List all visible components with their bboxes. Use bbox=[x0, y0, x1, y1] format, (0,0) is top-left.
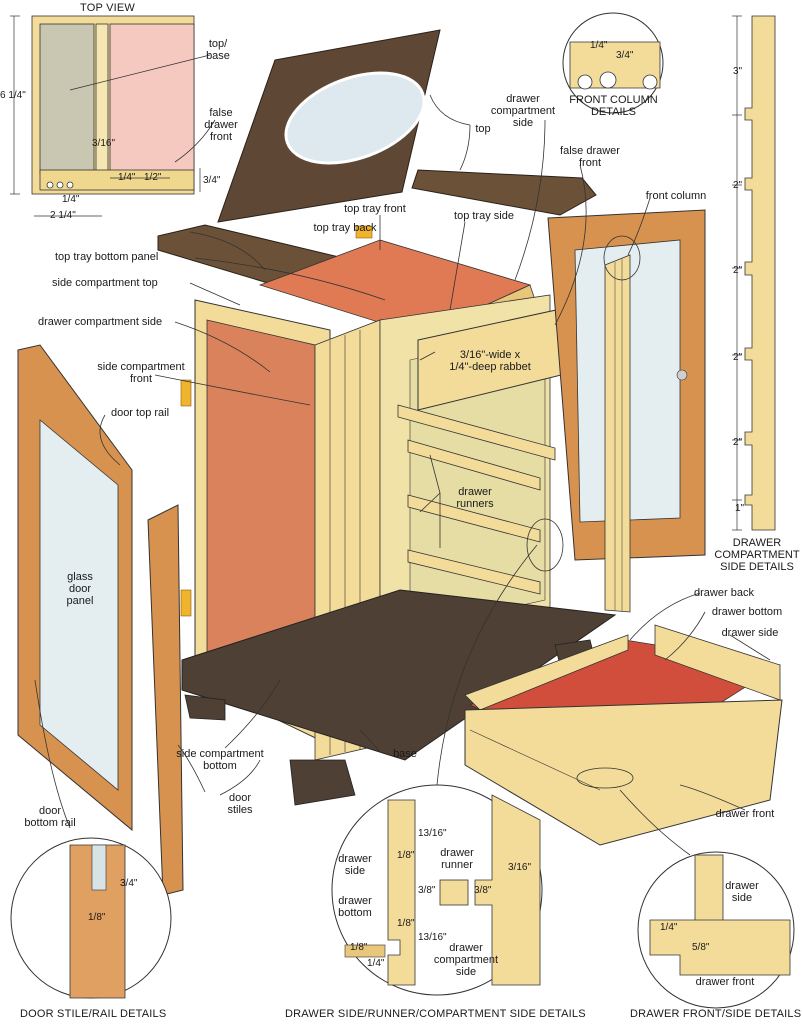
label-glass-door-panel: glass door panel bbox=[66, 571, 94, 607]
label-top: top bbox=[475, 123, 491, 135]
door-stile bbox=[147, 504, 184, 896]
dim-ds-3-4: 3/4" bbox=[120, 878, 138, 889]
label-drawer-bottom: drawer bottom bbox=[711, 606, 783, 618]
dim-side-3: 3" bbox=[733, 66, 743, 77]
dim-df-1-4: 1/4" bbox=[660, 922, 678, 933]
dim-dr-1-8b: 1/8" bbox=[397, 918, 415, 929]
caption-door-stile-rail-details: DOOR STILE/RAIL DETAILS bbox=[20, 1008, 167, 1020]
label-top-tray-back: top tray back bbox=[313, 222, 377, 234]
top-view-dimension-lines bbox=[10, 15, 201, 217]
label-rabbet: 3/16"-wide x 1/4"-deep rabbet bbox=[449, 349, 531, 373]
label-front-column: front column bbox=[645, 190, 707, 202]
detail-circle-door-stile bbox=[10, 837, 172, 999]
label-false-drawer-front: false drawer front bbox=[560, 145, 620, 169]
caption-drawer-side-runner-details: DRAWER SIDE/RUNNER/COMPARTMENT SIDE DETA… bbox=[285, 1008, 586, 1020]
dim-dr-1-8c: 1/8" bbox=[350, 942, 368, 953]
left-door bbox=[17, 344, 133, 832]
label-drawer-compartment-side: drawer compartment side bbox=[38, 316, 163, 328]
hinges bbox=[180, 225, 373, 617]
leader-lines bbox=[34, 54, 771, 856]
label-side-compartment-bottom: side compartment bottom bbox=[176, 748, 264, 772]
label-detail-drawer-runner: drawer runner bbox=[440, 847, 474, 871]
dim-dr-3-16: 3/16" bbox=[508, 862, 532, 873]
label-side-compartment-front: side compartment front bbox=[97, 361, 185, 385]
dim-dr-1-4: 1/4" bbox=[367, 958, 385, 969]
label-drawer-back: drawer back bbox=[694, 587, 754, 599]
label-side-compartment-top: side compartment top bbox=[52, 277, 158, 289]
label-detail-fs-drawer-side: drawer side bbox=[725, 880, 759, 904]
label-drawer-side: drawer side bbox=[721, 627, 779, 639]
dim-side-2c: 2" bbox=[733, 352, 743, 363]
label-door-top-rail: door top rail bbox=[110, 407, 170, 419]
detail-circle-drawer-front bbox=[637, 851, 795, 1009]
label-detail-compartment-side: drawer compartment side bbox=[433, 942, 499, 978]
front-column-detail bbox=[562, 12, 664, 114]
dim-df-5-8: 5/8" bbox=[692, 942, 710, 953]
label-drawer-front: drawer front bbox=[715, 808, 775, 820]
dim-tv-1-2: 1/2" bbox=[144, 172, 162, 183]
drawer-runners bbox=[397, 404, 556, 595]
label-detail-fs-drawer-front: drawer front bbox=[695, 976, 755, 988]
label-detail-drawer-bottom: drawer bottom bbox=[338, 895, 372, 919]
dim-tv-3-16: 3/16" bbox=[92, 138, 116, 149]
label-drawer-compartment-side-top: drawer compartment side bbox=[490, 93, 556, 129]
dim-side-2d: 2" bbox=[733, 437, 743, 448]
caption-front-column-details: FRONT COLUMN DETAILS bbox=[569, 94, 658, 118]
dim-side-2b: 2" bbox=[733, 265, 743, 276]
dim-tv-1-4a: 1/4" bbox=[118, 172, 136, 183]
dim-tv-1-4b: 1/4" bbox=[62, 194, 80, 205]
dim-side-2a: 2" bbox=[733, 180, 743, 191]
label-top-base: top/ base bbox=[206, 38, 230, 62]
label-base: base bbox=[393, 748, 417, 760]
dim-dr-13-16a: 13/16" bbox=[418, 828, 447, 839]
dim-top-view-height: 6 1/4" bbox=[0, 90, 26, 101]
compartment-side-strip bbox=[732, 15, 776, 531]
dim-side-1: 1" bbox=[735, 503, 745, 514]
dim-dr-3-8a: 3/8" bbox=[418, 885, 436, 896]
top-lid-rear-rail bbox=[411, 169, 597, 216]
caption-top-view: TOP VIEW bbox=[80, 2, 135, 14]
caption-drawer-front-side-details: DRAWER FRONT/SIDE DETAILS bbox=[630, 1008, 802, 1020]
label-door-bottom-rail: door bottom rail bbox=[24, 805, 76, 829]
label-top-tray-front: top tray front bbox=[344, 203, 406, 215]
label-drawer-runners: drawer runners bbox=[456, 486, 494, 510]
drawer bbox=[464, 624, 783, 846]
top-lid bbox=[217, 29, 441, 223]
detail-circle-runner bbox=[331, 784, 543, 996]
dim-dr-3-8b: 3/8" bbox=[474, 885, 492, 896]
caption-drawer-compartment-side-details: DRAWER COMPARTMENT SIDE DETAILS bbox=[714, 537, 800, 573]
label-detail-drawer-side: drawer side bbox=[338, 853, 372, 877]
label-top-tray-bottom-panel: top tray bottom panel bbox=[55, 251, 159, 263]
dim-tv-3-4: 3/4" bbox=[203, 175, 221, 186]
label-door-stiles: door stiles bbox=[227, 792, 253, 816]
dim-ds-1-8: 1/8" bbox=[88, 912, 106, 923]
dim-dr-1-8a: 1/8" bbox=[397, 850, 415, 861]
label-top-tray-side: top tray side bbox=[454, 210, 514, 222]
detail-markers bbox=[526, 235, 641, 789]
dim-fc-1-4: 1/4" bbox=[590, 40, 608, 51]
label-false-drawer-front-topview: false drawer front bbox=[204, 107, 238, 143]
dim-dr-13-16b: 13/16" bbox=[418, 932, 447, 943]
front-column bbox=[604, 254, 631, 613]
top-view-drawing bbox=[31, 15, 195, 195]
dim-top-view-width: 2 1/4" bbox=[50, 210, 76, 221]
dim-fc-3-4: 3/4" bbox=[616, 50, 634, 61]
